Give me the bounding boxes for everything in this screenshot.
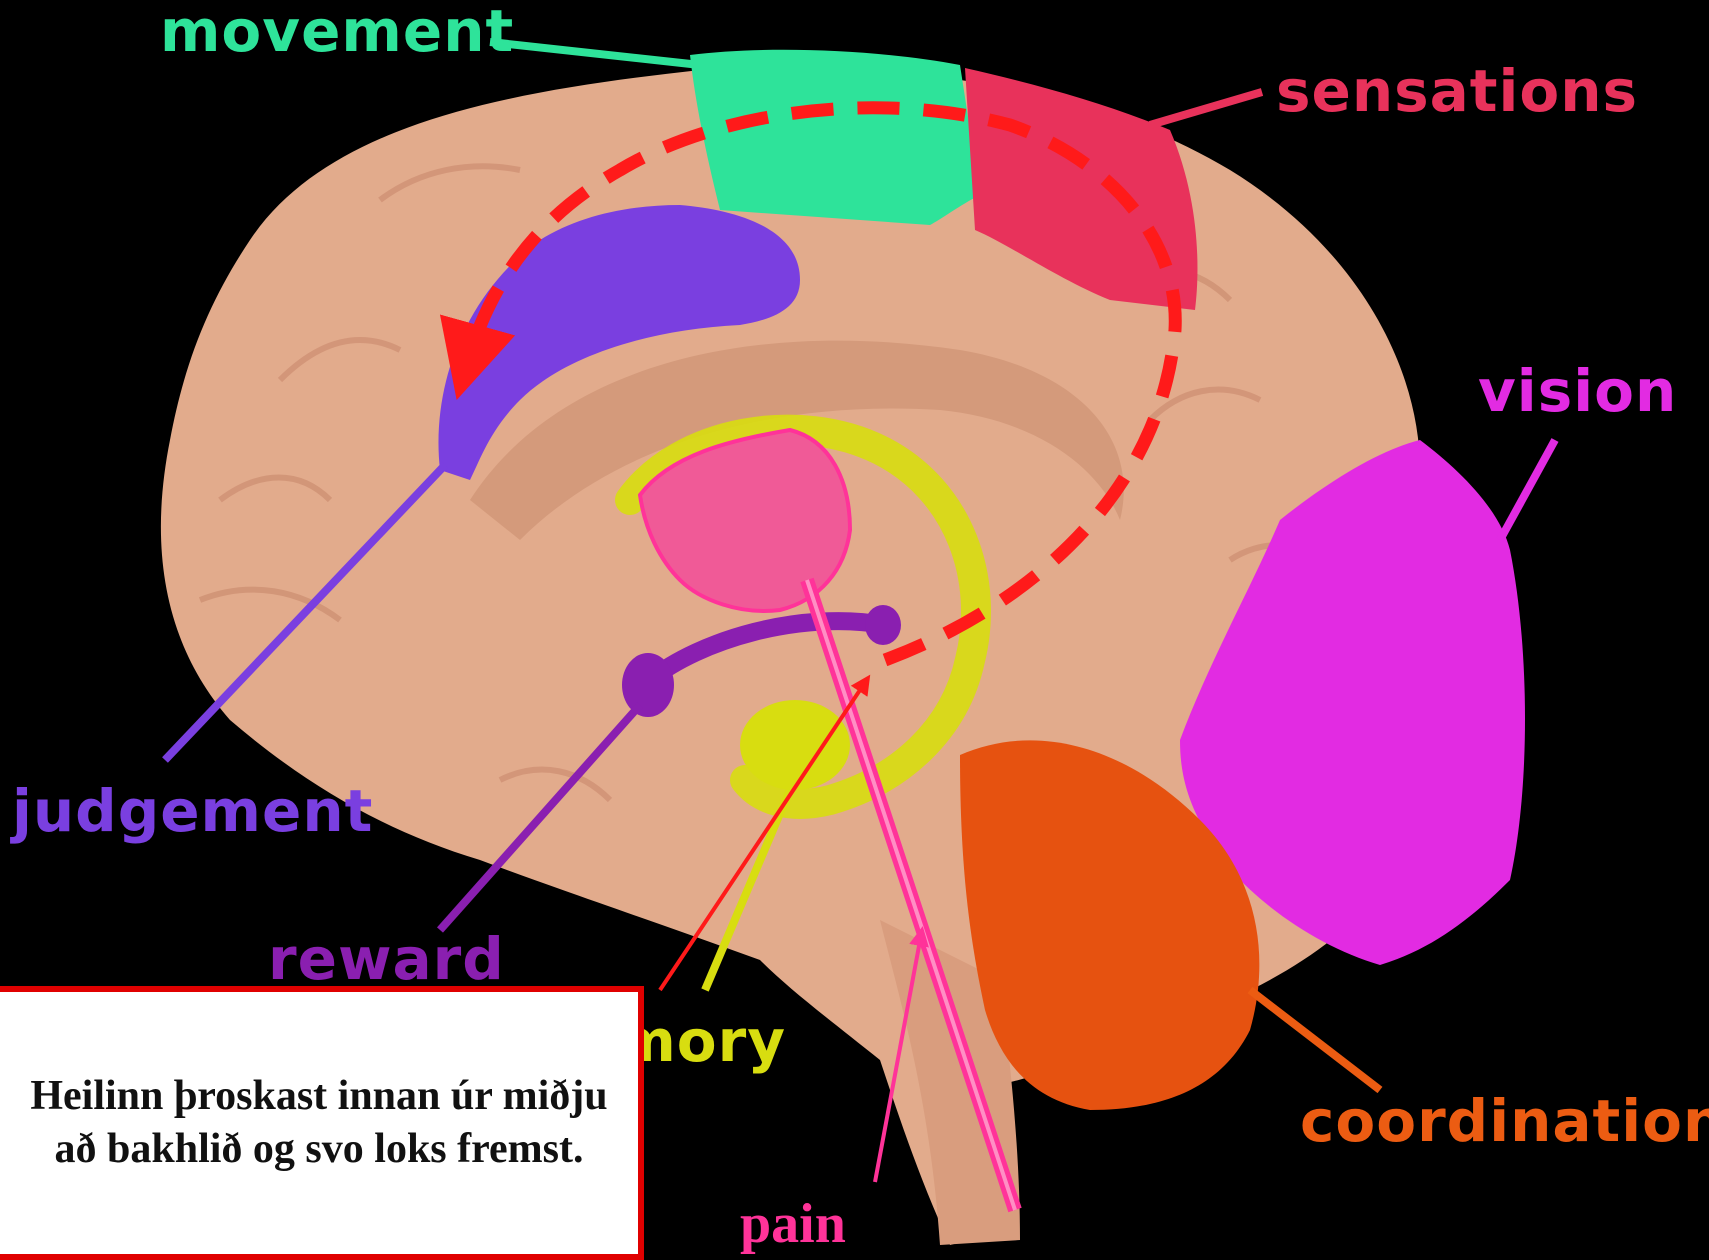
caption-text: Heilinn þroskast innan úr miðju að bakhl… [20,1070,618,1177]
reward-node-right [865,605,901,645]
caption-box: Heilinn þroskast innan úr miðju að bakhl… [0,986,644,1260]
vision-label: vision [1478,362,1677,420]
sensations-label: sensations [1276,62,1638,120]
reward-node-left [622,653,674,717]
movement-label: movement [160,2,514,60]
coordination-label: coordination [1300,1092,1709,1150]
pain-label: pain [740,1196,846,1252]
movement-region [690,50,980,225]
judgement-label: judgement [12,782,373,840]
reward-label: reward [268,930,505,988]
memory-blob [740,700,850,790]
